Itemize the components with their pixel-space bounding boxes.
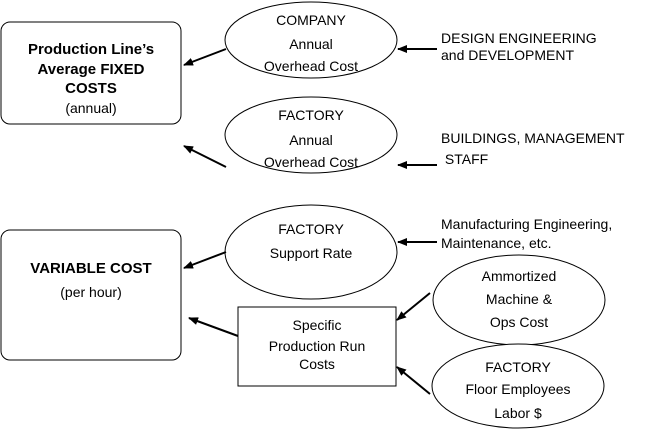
fixed-box-line: COSTS — [65, 80, 117, 97]
arrow — [183, 251, 227, 269]
ellipse-line: Annual — [289, 132, 333, 148]
company-source-label: and DEVELOPMENT — [441, 47, 574, 63]
fixed-box-line: Production Line’s — [28, 41, 154, 58]
arrow — [183, 48, 227, 66]
support-source-label: Maintenance, etc. — [441, 235, 552, 251]
machine-cost-ellipse: Ammortized Machine & Ops Cost — [432, 254, 606, 346]
support-rate-ellipse: FACTORY Support Rate — [224, 204, 398, 300]
ellipse-line: Overhead Cost — [264, 154, 358, 170]
company-overhead-ellipse: COMPANY Annual Overhead Cost — [224, 1, 398, 79]
run-box-line: Costs — [299, 356, 335, 372]
arrow — [188, 317, 239, 337]
fixed-box-line: Average FIXED — [38, 61, 145, 78]
ellipse-line: Ammortized — [482, 268, 557, 284]
variable-box-line: (per hour) — [60, 284, 121, 300]
fixed-box-line: (annual) — [65, 100, 116, 116]
variable-cost-box: VARIABLE COST (per hour) — [0, 229, 182, 361]
ellipse-line: FACTORY — [278, 221, 344, 237]
ellipse-line: Labor $ — [494, 405, 542, 421]
factory-overhead-ellipse: FACTORY Annual Overhead Cost — [224, 96, 398, 174]
company-source-label: DESIGN ENGINEERING — [441, 30, 597, 46]
run-box-line: Production Run — [269, 338, 366, 354]
arrow — [396, 292, 431, 321]
factory-source-label: BUILDINGS, MANAGEMENT — [441, 130, 625, 146]
arrow — [183, 145, 227, 168]
ellipse-line: Support Rate — [270, 245, 353, 261]
ellipse-line: Ops Cost — [490, 314, 548, 330]
ellipse-line: COMPANY — [276, 12, 346, 28]
ellipse-line: FACTORY — [485, 359, 551, 375]
ellipse-line: FACTORY — [278, 107, 344, 123]
fixed-costs-box: Production Line’s Average FIXED COSTS (a… — [0, 21, 182, 125]
support-source-label: Manufacturing Engineering, — [441, 216, 612, 232]
ellipse-line: Machine & — [486, 291, 553, 307]
ellipse-line: Annual — [289, 36, 333, 52]
variable-box-line: VARIABLE COST — [30, 260, 151, 277]
production-run-box: Specific Production Run Costs — [237, 306, 397, 387]
factory-source-label: STAFF — [441, 151, 488, 167]
arrow — [396, 366, 431, 395]
run-box-line: Specific — [292, 317, 341, 333]
labor-cost-ellipse: FACTORY Floor Employees Labor $ — [431, 343, 605, 429]
ellipse-line: Floor Employees — [465, 381, 570, 397]
ellipse-line: Overhead Cost — [264, 58, 358, 74]
